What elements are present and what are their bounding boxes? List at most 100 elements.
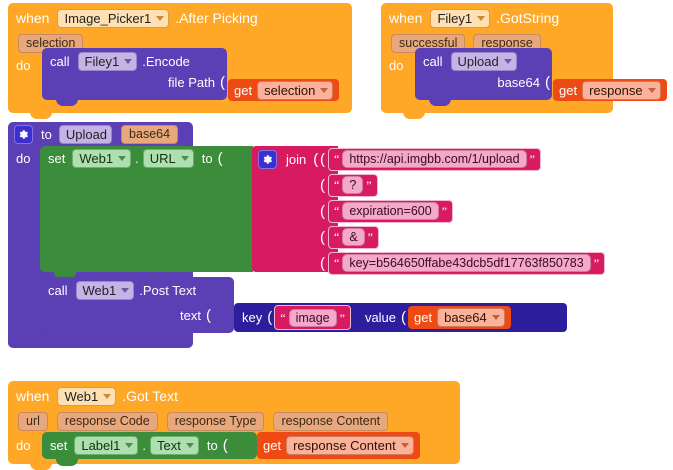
method-name-label: .Encode: [142, 54, 190, 69]
component-name: Filey1: [437, 10, 473, 26]
set-label: set: [50, 438, 68, 453]
dot-separator: .: [142, 438, 147, 453]
call-block-web1-post-text[interactable]: [40, 277, 234, 333]
join-arg-row-2: ( “ expiration=600 ”: [320, 199, 454, 223]
pair-block-key-value[interactable]: key ( “ image ” value ( get base64: [234, 303, 567, 332]
param-response-type[interactable]: response Type: [166, 411, 265, 431]
procedure-param-base64[interactable]: base64: [121, 124, 179, 144]
chevron-down-icon: [503, 59, 512, 64]
event-block-filey1-gotstring[interactable]: when Filey1 .GotString successful respon…: [381, 3, 613, 119]
get-label: get: [263, 438, 282, 453]
call-block-filey1-encode[interactable]: call Filey1 .Encode file Path (: [42, 48, 227, 106]
procedure-header: to Upload base64: [8, 122, 193, 146]
call-block-upload[interactable]: call Upload base64 (: [415, 48, 552, 106]
text-value[interactable]: key=b564650ffabe43dcb5df17763f850783: [342, 254, 591, 272]
text-value[interactable]: https://api.imgbb.com/1/upload: [342, 150, 527, 168]
component-dropdown-filey1[interactable]: Filey1: [430, 8, 491, 28]
chevron-down-icon: [320, 87, 329, 93]
setter-block-label1-text[interactable]: set Label1 . Text to (: [42, 432, 257, 459]
arg-label-file-path: file Path: [168, 75, 215, 90]
do-row: do: [8, 438, 460, 453]
property-dropdown-text[interactable]: Text: [150, 436, 199, 455]
variable-name: selection: [264, 82, 316, 98]
event-header: when Image_Picker1 .After Picking: [8, 6, 352, 30]
do-label: do: [16, 150, 31, 166]
block-bump: [403, 112, 425, 119]
procedure-name-field[interactable]: Upload: [58, 124, 113, 144]
block-bump: [54, 333, 76, 340]
event-header: when Filey1 .GotString: [381, 6, 613, 30]
getter-block-selection[interactable]: get selection: [228, 79, 340, 101]
param-url[interactable]: url: [18, 411, 48, 431]
property-dropdown-url[interactable]: URL: [142, 148, 194, 168]
text-block-image[interactable]: “ image ”: [274, 305, 351, 330]
close-quote-icon: ”: [367, 230, 373, 244]
getter-block-response[interactable]: get response: [553, 79, 667, 101]
component-name: Web1: [79, 150, 114, 166]
key-label: key: [242, 310, 263, 325]
param-successful[interactable]: successful: [391, 33, 466, 53]
call-label: call: [48, 282, 68, 298]
procedure-dropdown-upload[interactable]: Upload: [450, 52, 517, 71]
text-value[interactable]: ?: [342, 176, 364, 194]
component-name: Label1: [81, 438, 121, 453]
gear-icon[interactable]: [258, 149, 277, 169]
get-label: get: [414, 310, 433, 325]
call-label: call: [423, 54, 443, 69]
set-label: set: [48, 150, 66, 166]
do-label: do: [389, 58, 404, 73]
component-dropdown-filey1[interactable]: Filey1: [77, 52, 138, 71]
event-header: when Web1 .Got Text: [8, 384, 460, 408]
open-quote-icon: “: [334, 178, 340, 192]
text-value[interactable]: expiration=600: [342, 202, 439, 220]
event-name-label: .GotString: [496, 10, 560, 26]
component-dropdown-web1[interactable]: Web1: [75, 280, 135, 300]
value-socket: (: [222, 437, 228, 454]
component-dropdown-image-picker1[interactable]: Image_Picker1: [57, 8, 170, 28]
text-block-ampersand[interactable]: “ & ”: [328, 225, 379, 249]
variable-dropdown-response[interactable]: response: [582, 80, 661, 100]
event-name-label: .After Picking: [175, 10, 258, 26]
do-label: do: [16, 58, 31, 73]
chevron-down-icon: [121, 287, 130, 293]
procedure-do-row: do: [16, 148, 30, 168]
procedure-name: Upload: [457, 54, 499, 69]
chevron-down-icon: [180, 155, 189, 161]
param-response-content[interactable]: response Content: [273, 411, 389, 431]
variable-dropdown-response-content[interactable]: response Content: [286, 436, 414, 455]
component-dropdown-web1[interactable]: Web1: [57, 386, 117, 406]
text-value[interactable]: image: [288, 308, 337, 327]
text-block-expiration[interactable]: “ expiration=600 ”: [328, 199, 454, 223]
variable-name: base64: [444, 310, 487, 325]
variable-dropdown-base64[interactable]: base64: [437, 308, 505, 327]
component-dropdown-label1[interactable]: Label1: [74, 436, 139, 455]
chevron-down-icon: [185, 443, 194, 448]
arg-row-base64: base64 (: [415, 71, 552, 90]
event-name-label: .Got Text: [122, 388, 178, 404]
component-dropdown-web1[interactable]: Web1: [72, 148, 132, 168]
chevron-down-icon: [491, 315, 500, 320]
getter-block-base64[interactable]: get base64: [408, 306, 511, 329]
value-socket: (: [217, 149, 223, 167]
getter-block-response-content[interactable]: get response Content: [257, 432, 420, 459]
value-socket: (: [401, 309, 407, 326]
open-quote-icon: “: [334, 256, 340, 270]
param-response-code[interactable]: response Code: [56, 411, 158, 431]
close-quote-icon: ”: [441, 204, 448, 218]
text-block-url[interactable]: “ https://api.imgbb.com/1/upload ”: [328, 147, 541, 171]
block-bump: [30, 112, 52, 119]
value-socket: (: [320, 202, 325, 220]
join-arg-row-0: ( “ https://api.imgbb.com/1/upload ”: [320, 147, 541, 171]
variable-dropdown-selection[interactable]: selection: [257, 80, 334, 100]
text-block-api-key[interactable]: “ key=b564650ffabe43dcb5df17763f850783 ”: [328, 251, 606, 275]
value-socket: (: [320, 150, 325, 168]
when-label: when: [389, 10, 423, 26]
text-block-question[interactable]: “ ? ”: [328, 173, 378, 197]
block-bump: [54, 272, 76, 279]
component-name: Image_Picker1: [64, 10, 152, 26]
gear-icon[interactable]: [14, 124, 33, 144]
text-value[interactable]: &: [342, 228, 365, 246]
do-label: do: [16, 438, 31, 453]
property-name: Text: [157, 438, 181, 453]
